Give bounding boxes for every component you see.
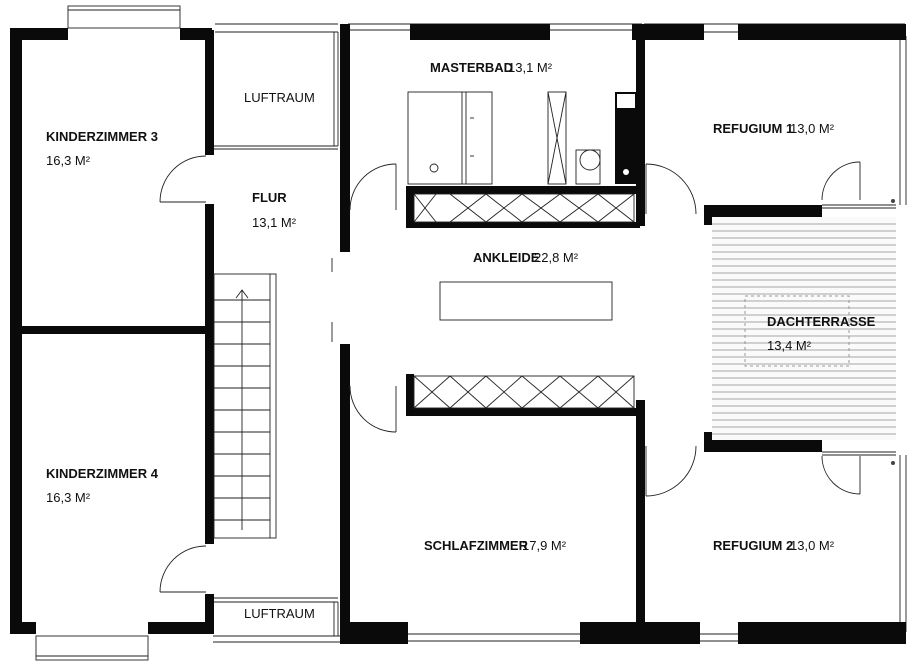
staircase — [213, 273, 277, 539]
dressing-island — [439, 281, 613, 321]
refugium1-name: REFUGIUM 1 — [713, 121, 793, 136]
walls — [10, 24, 906, 644]
schlafzimmer-name: SCHLAFZIMMER — [424, 538, 529, 553]
dachterrasse-area: 13,4 M² — [767, 338, 812, 353]
terrace-decking — [712, 199, 896, 465]
refugium1-area: 13,0 M² — [790, 121, 835, 136]
wardrobe-top — [413, 193, 635, 223]
luftraum-top-label: LUFTRAUM — [244, 90, 315, 105]
schlafzimmer-area: 17,9 M² — [522, 538, 567, 553]
ankleide-name: ANKLEIDE — [473, 250, 540, 265]
kinderzimmer3-area: 16,3 M² — [46, 153, 91, 168]
room-labels: KINDERZIMMER 3 16,3 M² KINDERZIMMER 4 16… — [46, 60, 876, 621]
kinderzimmer4-name: KINDERZIMMER 4 — [46, 466, 159, 481]
flur-name: FLUR — [252, 190, 287, 205]
bathroom-fixtures — [407, 91, 637, 185]
door-swings — [159, 155, 861, 593]
wardrobe-bottom — [413, 375, 635, 409]
masterbad-area: 13,1 M² — [508, 60, 553, 75]
kinderzimmer4-area: 16,3 M² — [46, 490, 91, 505]
kinderzimmer3-name: KINDERZIMMER 3 — [46, 129, 158, 144]
masterbad-name: MASTERBAD — [430, 60, 513, 75]
refugium2-area: 13,0 M² — [790, 538, 835, 553]
window-lines — [35, 5, 907, 661]
luftraum-bottom-label: LUFTRAUM — [244, 606, 315, 621]
flur-area: 13,1 M² — [252, 215, 297, 230]
refugium2-name: REFUGIUM 2 — [713, 538, 793, 553]
ankleide-area: 22,8 M² — [534, 250, 579, 265]
dachterrasse-name: DACHTERRASSE — [767, 314, 876, 329]
